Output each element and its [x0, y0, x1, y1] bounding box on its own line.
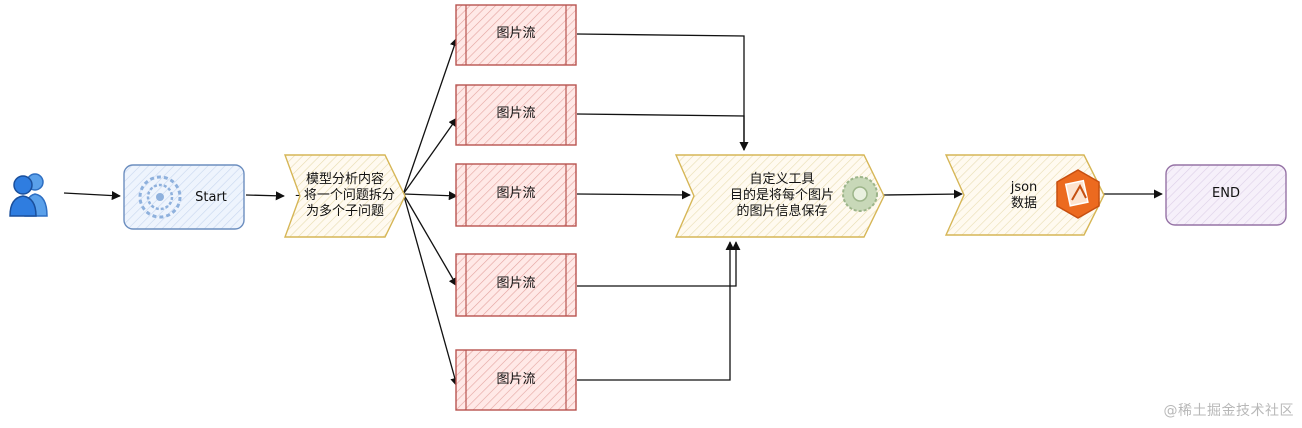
edge-stream-1-to-tool — [576, 33, 749, 151]
stream-label-2: 图片流 — [496, 106, 536, 121]
edge-analyze-to-stream-2 — [403, 117, 458, 194]
json-data-label: json 数据 — [1010, 180, 1038, 211]
edge-stream-2-to-tool — [576, 113, 749, 151]
stream-label-4: 图片流 — [496, 276, 536, 291]
analyze-label: 模型分析内容 - 将一个问题拆分 为多个子问题 — [295, 172, 395, 219]
stream-node-3[interactable] — [455, 163, 577, 227]
edge-analyze-to-stream-5 — [403, 195, 460, 387]
edge-user-to-start — [63, 191, 121, 201]
custom-tool-node[interactable] — [674, 154, 885, 238]
edge-stream-5-to-tool — [577, 241, 735, 381]
edge-analyze-to-stream-1 — [403, 37, 459, 193]
start-label: Start — [195, 190, 227, 205]
edge-analyze-to-stream-3 — [403, 191, 458, 201]
end-node[interactable] — [1165, 164, 1287, 226]
watermark: @稀土掘金技术社区 — [1163, 403, 1294, 419]
stream-node-1[interactable] — [455, 4, 577, 66]
edge-tool-to-json — [883, 189, 963, 199]
end-label: END — [1212, 186, 1240, 201]
edge-analyze-to-stream-4 — [403, 194, 458, 287]
json-app-icon — [1056, 169, 1100, 219]
gear-icon — [842, 176, 878, 212]
edge-start-to-analyze — [245, 191, 285, 201]
stream-nodes — [455, 4, 577, 411]
custom-tool-label: 自定义工具 目的是将每个图片 的图片信息保存 — [729, 172, 834, 219]
edge-stream-3-to-tool — [576, 190, 691, 200]
json-data-node[interactable] — [944, 154, 1105, 236]
stream-node-4[interactable] — [455, 253, 577, 317]
users-icon — [9, 173, 48, 217]
stream-node-5[interactable] — [455, 349, 577, 411]
target-icon — [138, 175, 182, 219]
stream-node-2[interactable] — [455, 84, 577, 146]
edge-stream-4-to-tool — [577, 241, 741, 287]
stream-label-1: 图片流 — [496, 26, 536, 41]
stream-label-3: 图片流 — [496, 186, 536, 201]
stream-label-5: 图片流 — [496, 372, 536, 387]
edges — [63, 33, 1163, 387]
start-node[interactable] — [123, 164, 245, 230]
analyze-node[interactable] — [283, 154, 406, 238]
